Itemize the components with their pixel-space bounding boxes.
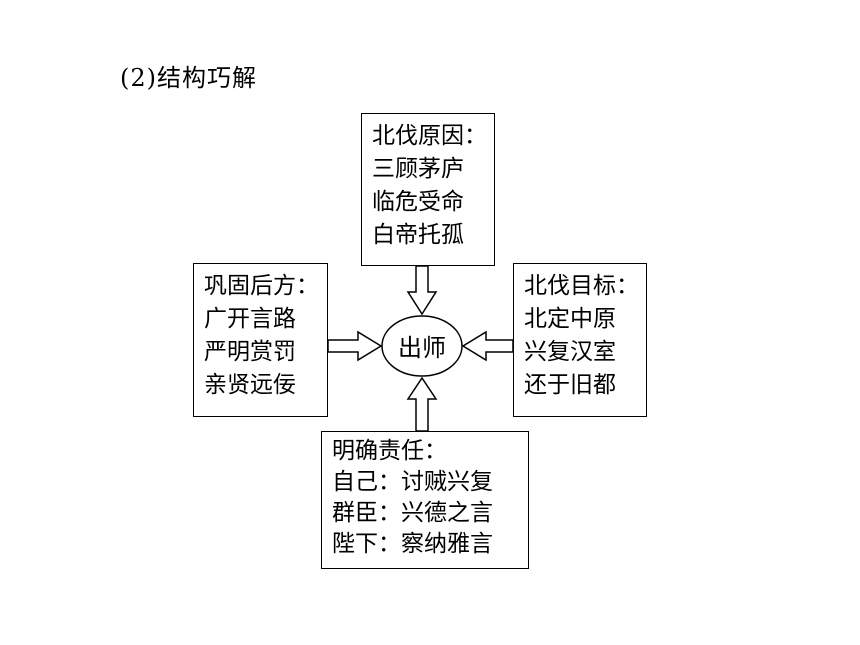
box-bottom-line: 自己：讨贼兴复 (332, 469, 493, 495)
section-title: (2)结构巧解 (120, 64, 257, 92)
box-left-line: 亲贤远佞 (204, 372, 296, 398)
arrow-top (406, 265, 438, 316)
arrow-right (461, 330, 514, 362)
box-northern-expedition-reasons: 北伐原因： 三顾茅庐 临危受命 白帝托孤 (361, 113, 495, 266)
box-bottom-line: 明确责任： (332, 438, 447, 464)
box-left-line: 严明赏罚 (204, 339, 296, 365)
box-right-line: 兴复汉室 (524, 339, 616, 365)
arrow-left (327, 330, 383, 362)
box-top-line: 北伐原因： (372, 123, 487, 149)
box-northern-expedition-goals: 北伐目标： 北定中原 兴复汉室 还于旧都 (513, 263, 647, 417)
box-left-line: 巩固后方： (204, 273, 319, 299)
box-top-line: 白帝托孤 (372, 222, 464, 248)
arrow-bottom (406, 376, 438, 432)
box-right-line: 北定中原 (524, 306, 616, 332)
box-right-line: 北伐目标： (524, 273, 639, 299)
box-top-line: 临危受命 (372, 189, 464, 215)
box-consolidate-rear: 巩固后方： 广开言路 严明赏罚 亲贤远佞 (193, 263, 328, 417)
box-clarify-responsibilities: 明确责任： 自己：讨贼兴复 群臣：兴德之言 陛下：察纳雅言 (321, 431, 529, 569)
box-top-line: 三顾茅庐 (372, 156, 464, 182)
box-bottom-line: 陛下：察纳雅言 (332, 531, 493, 557)
box-right-line: 还于旧都 (524, 372, 616, 398)
box-bottom-line: 群臣：兴德之言 (332, 500, 493, 526)
center-node-label: 出师 (398, 334, 446, 362)
box-left-line: 广开言路 (204, 306, 296, 332)
